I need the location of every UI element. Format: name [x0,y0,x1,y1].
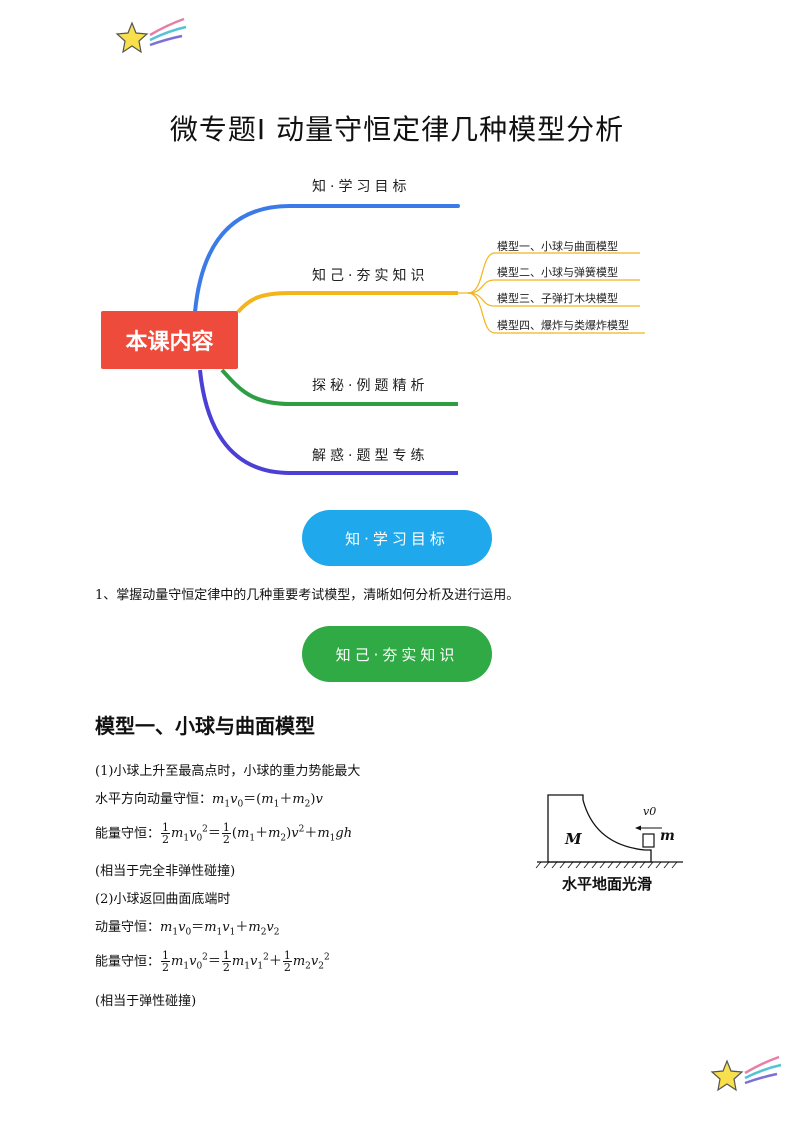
section-pill-knowledge: 知己·夯实知识 [302,626,492,682]
mindmap-center: 本课内容 [101,311,238,369]
section-heading: 模型一、小球与曲面模型 [95,714,315,738]
case-2-note: (相当于弹性碰撞) [95,994,197,1009]
mindmap-branches [193,204,645,475]
objective-text: 1、掌握动量守恒定律中的几种重要考试模型，清晰如何分析及进行运用。 [95,588,520,603]
mindmap-sub-item: 模型二、小球与弹簧模型 [497,266,618,279]
energy-label: 能量守恒： [95,954,161,970]
big-mass-label: M [565,830,582,848]
star-decoration-icon [710,1055,782,1092]
page-title: 微专题Ⅰ 动量守恒定律几种模型分析 [169,113,625,146]
mindmap-branch: 知己·夯实知识 [312,268,429,284]
mindmap-branch: 解惑·题型专练 [312,448,429,464]
star-decoration-icon [115,17,187,54]
figure-caption: 水平地面光滑 [562,875,653,893]
mindmap-sub-item: 模型一、小球与曲面模型 [497,240,618,253]
mindmap-branch: 知·学习目标 [312,179,411,195]
small-mass-label: m [660,828,675,844]
formula: m1v0＝(m1＋m2)v [212,792,323,810]
velocity-label: v0 [643,805,657,818]
case-1-momentum: 水平方向动量守恒：m1v0＝(m1＋m2)v [95,792,323,813]
section-pill-objectives: 知·学习目标 [302,510,492,566]
formula: m1v0＝m1v1＋m2v2 [160,920,280,938]
case-1-note: (相当于完全非弹性碰撞) [95,864,236,879]
energy-label: 能量守恒： [95,826,161,842]
momentum-label: 水平方向动量守恒： [95,792,213,807]
mindmap-sub-item: 模型四、爆炸与类爆炸模型 [497,319,629,332]
case-2-momentum: 动量守恒：m1v0＝m1v1＋m2v2 [95,920,280,941]
case-1-heading: (1)小球上升至最高点时，小球的重力势能最大 [95,764,361,779]
curved-surface-figure [535,794,683,869]
momentum-label: 动量守恒： [95,920,161,935]
mindmap-branch: 探秘·例题精析 [312,378,429,394]
mindmap-sub-item: 模型三、子弹打木块模型 [497,292,618,305]
case-2-heading: (2)小球返回曲面底端时 [95,892,231,907]
